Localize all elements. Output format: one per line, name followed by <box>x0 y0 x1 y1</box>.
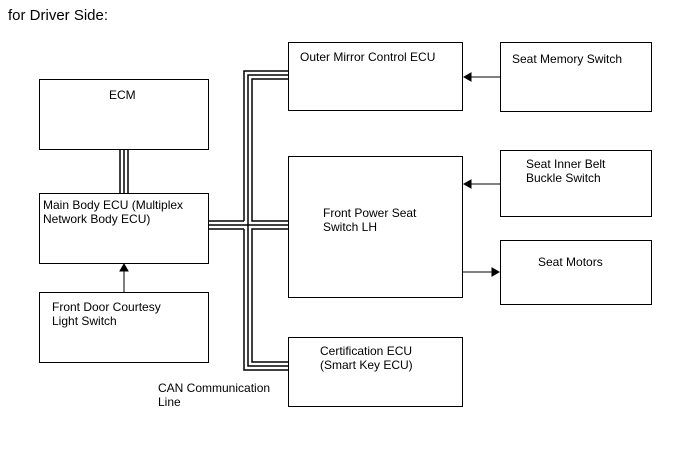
front-power-seat-switch-label: Front Power Seat Switch LH <box>323 206 417 234</box>
ecm-label: ECM <box>109 88 136 102</box>
seat-inner-belt-buckle-switch-block: Seat Inner Belt Buckle Switch <box>500 150 652 217</box>
certification-ecu-block: Certification ECU (Smart Key ECU) <box>288 337 463 407</box>
outer-mirror-control-ecu-block: Outer Mirror Control ECU <box>288 42 463 111</box>
seat-memory-switch-label: Seat Memory Switch <box>512 52 623 66</box>
diagram-caption: for Driver Side: <box>8 7 109 24</box>
ecm-block: ECM <box>39 79 209 150</box>
outer-mirror-control-ecu-label: Outer Mirror Control ECU <box>300 50 436 64</box>
main-body-ecu-block: Main Body ECU (Multiplex Network Body EC… <box>39 193 209 264</box>
signal-arrows <box>119 72 501 292</box>
seat-memory-switch-block: Seat Memory Switch <box>500 42 652 112</box>
can-communication-line-label: CAN Communication Line <box>158 381 271 409</box>
front-power-seat-switch-block: Front Power Seat Switch LH <box>288 156 463 298</box>
can-bus-lines <box>119 70 288 371</box>
seat-motors-label: Seat Motors <box>538 255 603 269</box>
seat-inner-belt-buckle-switch-label: Seat Inner Belt Buckle Switch <box>526 157 606 185</box>
seat-motors-block: Seat Motors <box>500 240 652 305</box>
front-door-courtesy-switch-block: Front Door Courtesy Light Switch <box>39 292 209 363</box>
certification-ecu-label: Certification ECU (Smart Key ECU) <box>320 344 413 372</box>
front-door-courtesy-switch-label: Front Door Courtesy Light Switch <box>52 300 161 328</box>
main-body-ecu-label: Main Body ECU (Multiplex Network Body EC… <box>43 198 184 226</box>
